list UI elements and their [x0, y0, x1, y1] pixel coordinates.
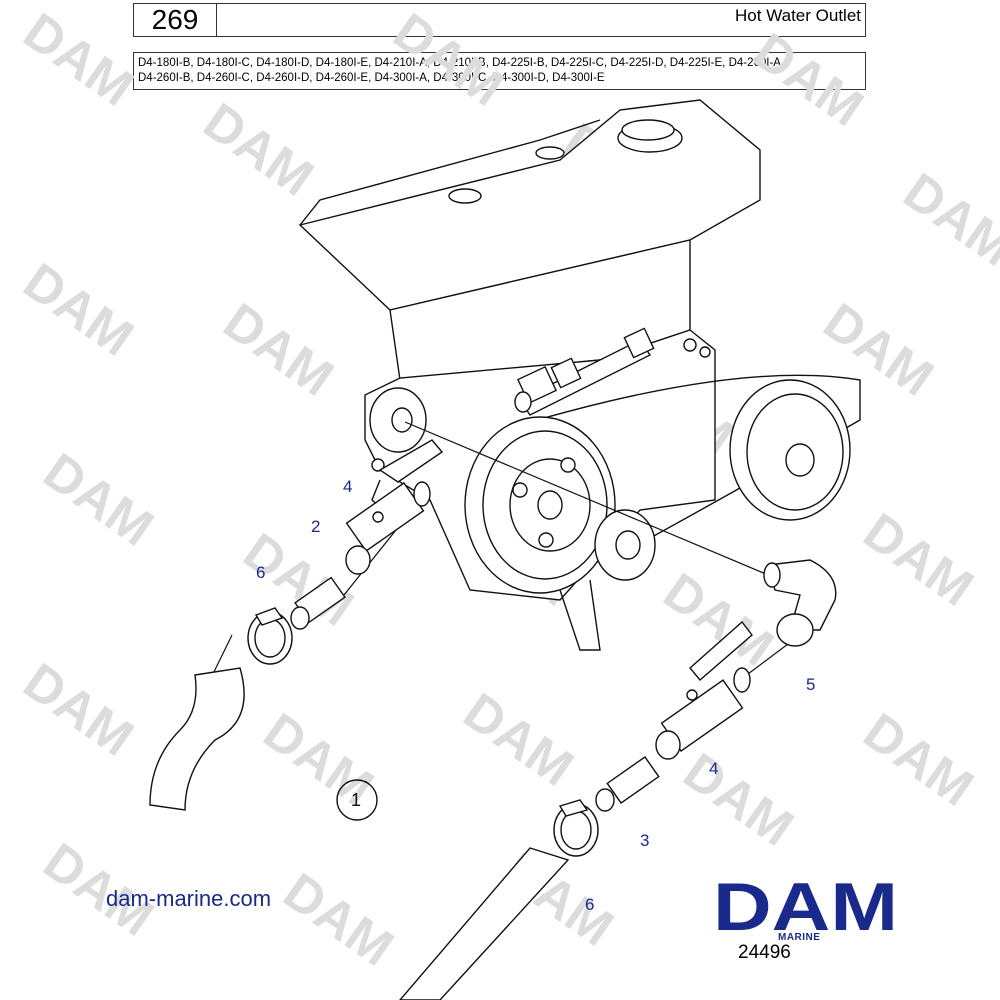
tensioner-pulley-hub	[615, 530, 641, 560]
valve-outlet	[345, 545, 371, 575]
crankshaft-pulley-center	[537, 490, 563, 520]
hose-lower	[399, 847, 570, 1000]
page-number: 269	[134, 4, 217, 36]
block-bolt	[371, 458, 385, 472]
alternator-pulley-hub	[785, 443, 815, 477]
valve-handle	[378, 439, 444, 483]
oil-filler-cap-top	[621, 119, 675, 141]
watermark: DAM	[893, 162, 1000, 277]
valve-outlet-thread	[413, 481, 431, 507]
watermark: DAM	[33, 442, 163, 557]
callout-6: 6	[256, 563, 265, 582]
model-list-line-2: D4-260I-B, D4-260I-C, D4-260I-D, D4-260I…	[138, 72, 605, 84]
callout-5: 5	[806, 675, 815, 694]
elbow-outlet	[776, 613, 814, 647]
drive-belt	[518, 374, 861, 561]
cover-bolt	[535, 146, 565, 160]
watermark: DAM	[273, 862, 403, 977]
model-list-line-1: D4-180I-B, D4-180I-C, D4-180I-D, D4-180I…	[138, 57, 785, 69]
drain-valve-assembly-upper	[149, 439, 444, 811]
hose-nipple-end	[290, 606, 310, 630]
pulley-bolt	[512, 482, 528, 498]
pipe-clamp	[623, 327, 655, 359]
watermark: DAM	[383, 2, 513, 117]
watermark: DAM	[13, 652, 143, 767]
brand-logo-text: DAM	[713, 869, 898, 945]
brand-logo: DAM	[713, 869, 898, 945]
hose-nipple-end	[595, 788, 615, 812]
watermark: DAM	[193, 92, 323, 207]
figure-number: 24496	[738, 942, 791, 963]
site-url: dam-marine.com	[106, 886, 272, 911]
watermark: DAM	[453, 682, 583, 797]
page-title: Hot Water Outlet	[735, 6, 861, 25]
valve-outlet	[655, 730, 681, 760]
pulleys	[464, 374, 861, 651]
block-bolt	[683, 338, 697, 352]
callout-circle	[336, 779, 378, 821]
watermark: DAM	[853, 502, 983, 617]
callout-4: 4	[709, 759, 718, 778]
block-bolt	[699, 346, 711, 358]
watermark: DAM	[213, 292, 343, 407]
engine-mount-bracket	[559, 579, 601, 651]
pipe-end	[514, 391, 532, 413]
callout-1: 1	[351, 790, 361, 810]
callout-6: 6	[585, 895, 594, 914]
drain-valve-assembly-lower	[399, 559, 837, 1000]
hose-nipple	[606, 756, 660, 804]
watermark: DAM	[743, 22, 873, 137]
elbow-thread	[763, 562, 781, 588]
watermark: DAM	[813, 292, 943, 407]
hot-water-port-inner	[391, 407, 413, 433]
engine-top-ridge	[299, 119, 601, 226]
watermark: DAM	[853, 702, 983, 817]
model-list: D4-180I-B, D4-180I-C, D4-180I-D, D4-180I…	[133, 52, 866, 90]
watermark: DAM	[253, 702, 383, 817]
valve-screw	[686, 689, 698, 701]
watermark: DAM	[673, 742, 803, 857]
callout-2: 2	[311, 517, 320, 536]
hose-clamp-screw	[558, 799, 589, 817]
valve-outlet-thread	[733, 667, 751, 693]
block-fittings	[514, 327, 655, 416]
valve-screw	[372, 511, 384, 523]
callout-4: 4	[343, 477, 352, 496]
pulley-bolt	[538, 532, 554, 548]
callouts: 1 2 3 4 4 5 6 6	[256, 477, 815, 914]
pipe-clamp	[550, 357, 582, 389]
hose-clamp-screw	[254, 607, 284, 626]
valve-handle	[689, 620, 753, 681]
cover-bolt	[448, 188, 482, 204]
hose-clamp-inner	[560, 810, 592, 850]
leader-line	[404, 421, 781, 581]
brand-sublabel: MARINE	[778, 932, 821, 943]
watermark: DAM	[13, 252, 143, 367]
watermark: DAM	[13, 2, 143, 117]
hose-clamp-inner	[254, 618, 286, 658]
header-box: 269 Hot Water Outlet	[133, 3, 866, 37]
valve-body	[345, 482, 425, 552]
pulley-bolt	[560, 457, 576, 473]
hose-upper	[149, 667, 245, 811]
callout-3: 3	[640, 831, 649, 850]
